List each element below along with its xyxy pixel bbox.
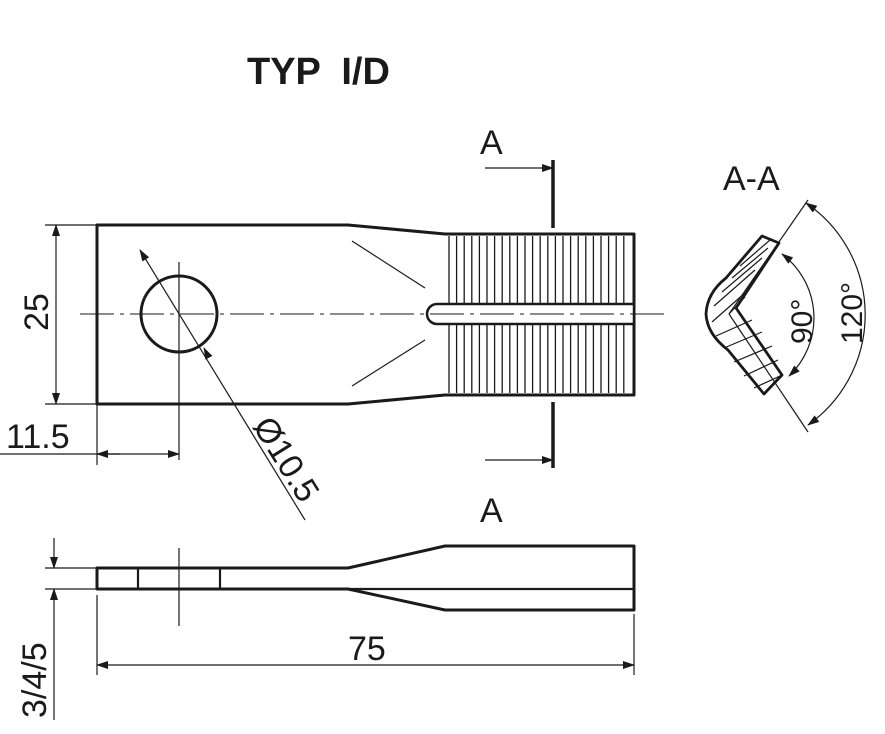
width-dimension-text: 25 xyxy=(18,293,56,331)
section-label-top: A xyxy=(480,124,503,162)
section-hatch xyxy=(711,239,781,389)
angle-120-text: 120° xyxy=(836,282,869,344)
angle-90-text: 90° xyxy=(786,299,819,344)
taper-line-lower xyxy=(351,339,426,387)
cutting-plane xyxy=(485,160,555,468)
thickness-dimension xyxy=(45,538,97,720)
section-profile xyxy=(704,234,784,396)
section-label-bottom: A xyxy=(480,492,503,530)
taper-line-upper xyxy=(351,240,426,289)
side-view xyxy=(95,544,636,626)
hole-offset-dimension-text: 11.5 xyxy=(6,418,70,456)
drawing-title: TYP I/D xyxy=(247,51,390,93)
side-profile-outline xyxy=(95,544,636,612)
section-view-label: A-A xyxy=(723,160,780,198)
hole-diameter-leader xyxy=(139,249,306,521)
thickness-dimension-text: 3/4/5 xyxy=(16,642,54,718)
section-view xyxy=(704,199,866,433)
hole-diameter-text: Ø10.5 xyxy=(245,410,326,509)
width-dimension xyxy=(45,224,97,405)
top-view xyxy=(80,223,665,460)
length-dimension-text: 75 xyxy=(348,630,386,668)
blade-outline xyxy=(95,223,636,406)
length-dimension xyxy=(96,595,635,675)
hole-offset-dimension xyxy=(0,404,180,465)
